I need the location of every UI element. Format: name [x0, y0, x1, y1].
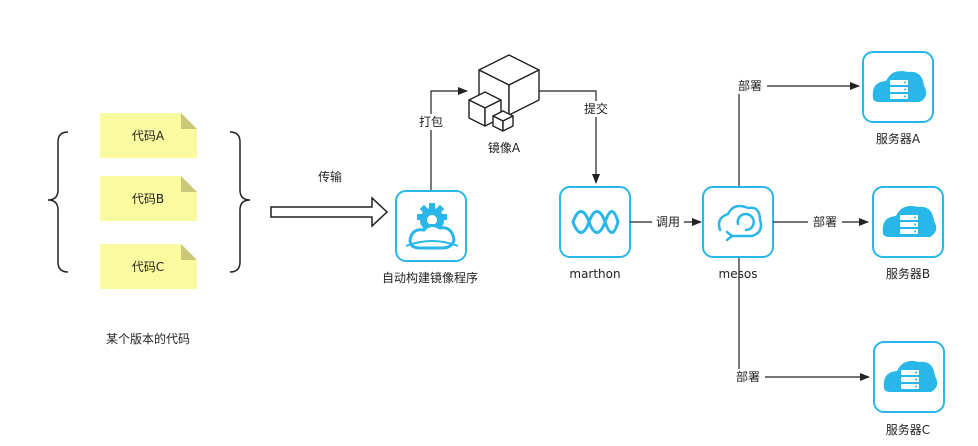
deploy-label-b: 部署 [813, 214, 837, 229]
transfer-label: 传输 [318, 169, 342, 184]
server-b-label: 服务器B [886, 266, 930, 281]
cloud-server-icon [882, 206, 937, 237]
code-note-b: 代码B [100, 176, 197, 221]
image-label: 镜像A [488, 140, 521, 155]
wave-icon [571, 210, 620, 234]
cloud-server-icon [872, 71, 927, 102]
code-note-a: 代码A [100, 113, 197, 158]
server-c-node: 服务器C [873, 341, 945, 437]
server-c-label: 服务器C [886, 422, 930, 437]
left-brace [47, 131, 69, 273]
code-group: 代码A 代码B 代码C 某个版本的代码 [47, 113, 251, 346]
package-edge: 打包 [414, 87, 468, 190]
submit-edge: 提交 [539, 90, 613, 184]
transfer-arrow: 传输 [270, 169, 389, 228]
code-note-c: 代码C [100, 244, 197, 289]
deploy-label-c: 部署 [736, 369, 760, 384]
cubes-icon [468, 54, 540, 132]
builder-label: 自动构建镜像程序 [382, 270, 478, 285]
server-b-node: 服务器B [872, 186, 944, 281]
code-note-c-label: 代码C [132, 260, 164, 274]
deploy-edge-c: 部署 [731, 258, 870, 385]
mesos-label: mesos [719, 267, 758, 281]
code-note-a-label: 代码A [132, 129, 165, 143]
code-group-caption: 某个版本的代码 [106, 331, 190, 346]
marathon-node: marthon [559, 186, 631, 281]
mesos-node: mesos [702, 186, 774, 281]
right-brace [229, 131, 251, 273]
image-node: 镜像A [468, 54, 540, 155]
deploy-edge-a: 部署 [733, 78, 860, 186]
cloud-gear-icon [405, 203, 459, 250]
server-a-label: 服务器A [876, 131, 921, 146]
cycle-cloud-icon [717, 204, 763, 242]
package-label: 打包 [419, 115, 443, 129]
invoke-edge: 调用 [630, 214, 702, 230]
deploy-edge-b: 部署 [773, 214, 869, 230]
submit-label: 提交 [584, 101, 608, 116]
builder-node: 自动构建镜像程序 [382, 190, 478, 285]
server-a-node: 服务器A [862, 51, 934, 146]
code-note-b-label: 代码B [132, 192, 164, 206]
marathon-label: marthon [569, 267, 620, 281]
deploy-label-a: 部署 [738, 78, 762, 93]
cloud-server-icon [883, 361, 938, 392]
invoke-label: 调用 [656, 215, 680, 229]
